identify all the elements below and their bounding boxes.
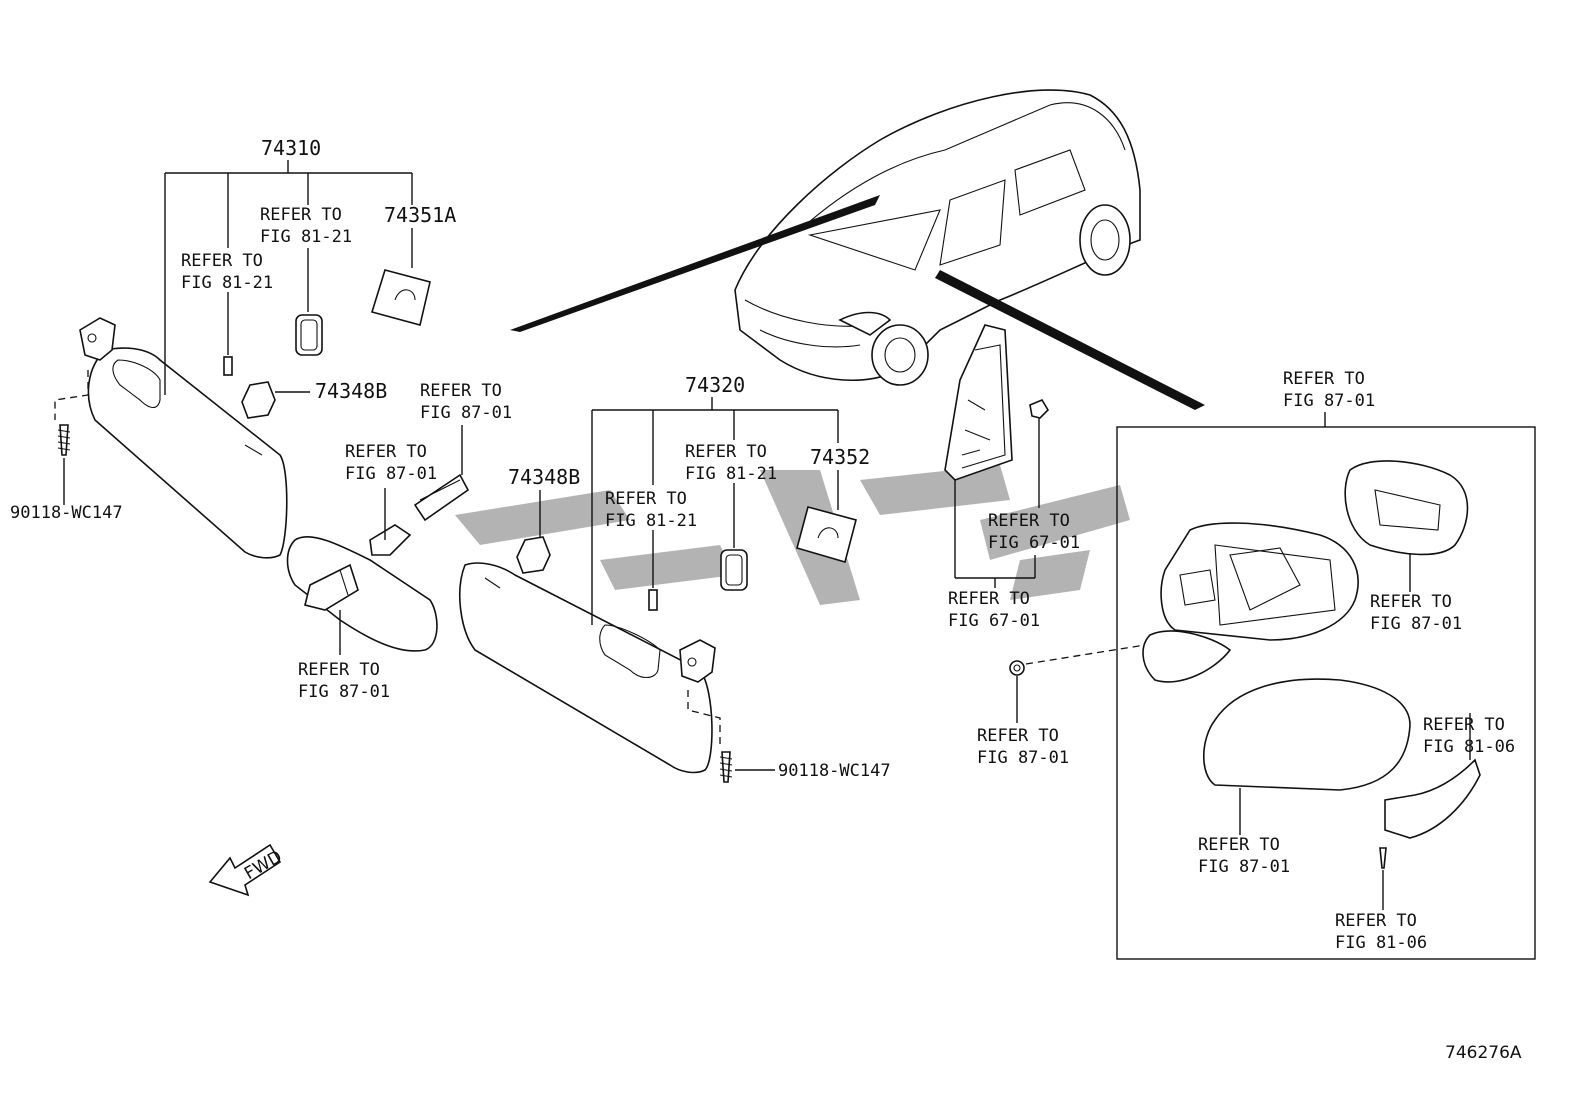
mirror-nut (1009, 660, 1025, 723)
svg-text:REFER TO: REFER TO (977, 726, 1059, 746)
svg-text:REFER TO: REFER TO (685, 442, 767, 462)
pillar-trim (944, 324, 1013, 481)
mirror-cover-74351a (370, 269, 431, 326)
svg-text:FIG 81-21: FIG 81-21 (260, 227, 352, 247)
mirror-glass (1344, 460, 1469, 592)
pointer-wedge-left (510, 195, 880, 332)
visor-lamp-gasket-right (720, 549, 748, 591)
pointer-wedge-right (935, 270, 1205, 410)
left-screw (57, 424, 71, 456)
visor-pin-right (648, 589, 658, 611)
mirror-cover-74352 (796, 506, 857, 563)
outside-mirror-box (1116, 426, 1536, 960)
left-sun-visor (79, 317, 288, 559)
refer-label: REFER TO FIG 81-06 (1335, 911, 1427, 953)
refer-label: REFER TO FIG 87-01 (298, 660, 390, 702)
clip-fastener (1029, 398, 1050, 508)
svg-text:REFER TO: REFER TO (181, 251, 263, 271)
svg-text:FIG 87-01: FIG 87-01 (977, 748, 1069, 768)
refer-label: REFER TO FIG 87-01 (1370, 592, 1462, 634)
svg-text:REFER TO: REFER TO (1370, 592, 1452, 612)
fwd-arrow: FWD (208, 843, 286, 897)
svg-text:FIG 81-21: FIG 81-21 (685, 464, 777, 484)
label-74310: 74310 (261, 136, 321, 160)
svg-text:FIG 81-06: FIG 81-06 (1335, 933, 1427, 953)
left-screw-dashline (54, 370, 89, 420)
svg-text:REFER TO: REFER TO (1335, 911, 1417, 931)
svg-text:FIG 87-01: FIG 87-01 (420, 403, 512, 423)
outside-mirror-housing (1142, 522, 1359, 683)
svg-text:REFER TO: REFER TO (1423, 715, 1505, 735)
svg-text:FIG 67-01: FIG 67-01 (988, 533, 1080, 553)
figure-number: 746276A (1445, 1043, 1522, 1063)
rear-view-mirror (286, 473, 470, 652)
visor-lamp-gasket-left (295, 314, 323, 356)
car-illustration (734, 89, 1141, 386)
visor-holder-74348b-left (241, 381, 310, 419)
label-74348b-mid: 74348B (508, 465, 580, 489)
label-screw-left: 90118-WC147 (10, 503, 123, 523)
refer-label: REFER TO FIG 67-01 (948, 589, 1040, 631)
svg-text:FIG 81-21: FIG 81-21 (605, 511, 697, 531)
turn-signal-lamp (1384, 713, 1481, 839)
svg-text:REFER TO: REFER TO (1283, 369, 1365, 389)
visor-pin-left (223, 356, 233, 376)
watermark-logo (455, 465, 1130, 605)
svg-text:REFER TO: REFER TO (1198, 835, 1280, 855)
refer-label: REFER TO FIG 81-21 (605, 489, 697, 531)
right-screw (719, 751, 733, 783)
label-74352: 74352 (810, 445, 870, 469)
lamp-screw (1379, 847, 1387, 910)
refer-label: REFER TO FIG 67-01 (988, 511, 1080, 553)
right-sun-visor (459, 562, 716, 774)
label-74348b-left: 74348B (315, 379, 387, 403)
svg-text:FIG 87-01: FIG 87-01 (1283, 391, 1375, 411)
label-screw-right: 90118-WC147 (778, 761, 891, 781)
svg-text:FIG 81-21: FIG 81-21 (181, 273, 273, 293)
refer-label: REFER TO FIG 81-21 (260, 205, 352, 247)
svg-text:REFER TO: REFER TO (948, 589, 1030, 609)
nut-dashline (1025, 644, 1146, 665)
svg-text:REFER TO: REFER TO (420, 381, 502, 401)
svg-text:REFER TO: REFER TO (260, 205, 342, 225)
svg-text:REFER TO: REFER TO (298, 660, 380, 680)
visor-holder-74348b-mid (516, 490, 551, 574)
bracket-67-01 (954, 480, 1036, 588)
refer-label: REFER TO FIG 81-06 (1423, 715, 1515, 757)
svg-text:FIG 87-01: FIG 87-01 (345, 464, 437, 484)
svg-text:FIG 81-06: FIG 81-06 (1423, 737, 1515, 757)
refer-label: REFER TO FIG 87-01 (977, 726, 1069, 768)
svg-text:FIG 87-01: FIG 87-01 (298, 682, 390, 702)
right-screw-dashline (687, 690, 721, 745)
refer-label: REFER TO FIG 87-01 (420, 381, 512, 423)
svg-text:FIG 67-01: FIG 67-01 (948, 611, 1040, 631)
svg-text:REFER TO: REFER TO (345, 442, 427, 462)
svg-text:REFER TO: REFER TO (988, 511, 1070, 531)
refer-label: REFER TO FIG 87-01 (1198, 835, 1290, 877)
label-74351a: 74351A (384, 203, 456, 227)
refer-label: REFER TO FIG 81-21 (685, 442, 777, 484)
svg-text:REFER TO: REFER TO (605, 489, 687, 509)
refer-label: REFER TO FIG 81-21 (181, 251, 273, 293)
bracket-74310 (164, 160, 413, 395)
svg-text:FIG 87-01: FIG 87-01 (1198, 857, 1290, 877)
svg-text:FIG 87-01: FIG 87-01 (1370, 614, 1462, 634)
mirror-cover-cap (1203, 678, 1411, 835)
label-74320: 74320 (685, 373, 745, 397)
bracket-74320 (591, 397, 839, 625)
refer-label: REFER TO FIG 87-01 (1283, 369, 1375, 411)
refer-label: REFER TO FIG 87-01 (345, 442, 437, 484)
